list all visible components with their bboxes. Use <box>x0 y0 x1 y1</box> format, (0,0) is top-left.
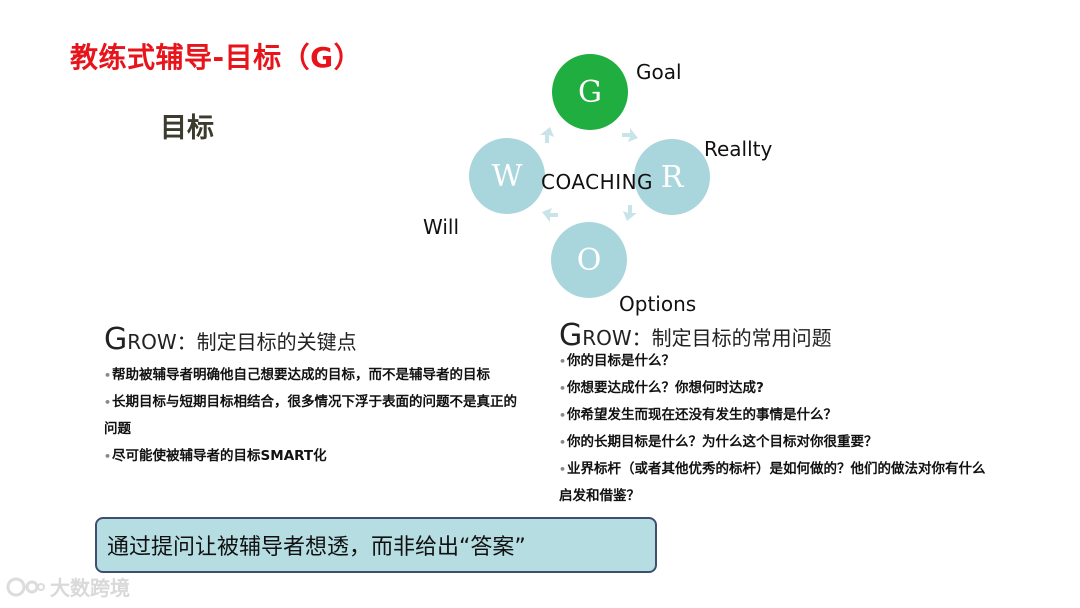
right-bullet-list: 你的目标是什么？ 你想要达成什么？你想何时达成? 你希望发生而现在还没有发生的事… <box>559 348 999 537</box>
arrow-goal-to-reality-icon <box>622 128 638 142</box>
options-circle: O <box>551 222 627 298</box>
list-item: 你的目标是什么？ <box>559 348 999 375</box>
logo-icon <box>6 577 45 596</box>
list-item: 尽可能使被辅导者的目标SMART化 <box>104 443 524 470</box>
will-letter: W <box>491 158 523 194</box>
page-title: 教练式辅导-目标（G） <box>70 41 363 74</box>
arrow-options-to-will-icon <box>542 208 558 222</box>
reality-letter: R <box>660 159 684 195</box>
options-label: Options <box>619 292 697 316</box>
section-subtitle: 目标 <box>160 113 214 144</box>
watermark: 大数跨境 <box>6 572 130 601</box>
right-heading-text: 制定目标的常用问题 <box>651 326 832 350</box>
arrow-reality-to-options-icon <box>623 205 637 221</box>
list-item: 业界标杆（或者其他优秀的标杆）是如何做的？他们的做法对你有什么启发和借鉴？ <box>559 456 999 510</box>
right-heading-initial: G <box>559 318 583 353</box>
goal-circle: G <box>552 54 628 130</box>
will-circle: W <box>469 138 545 214</box>
reality-circle: R <box>634 139 710 215</box>
list-item: 你的长期目标是什么？为什么这个目标对你很重要？ <box>559 429 999 456</box>
list-item: 你希望发生而现在还没有发生的事情是什么？ <box>559 402 999 429</box>
goal-label: Goal <box>636 60 682 84</box>
list-item: 长期目标与短期目标相结合，很多情况下浮于表面的问题不是真正的问题 <box>104 389 524 443</box>
left-bullet-list: 帮助被辅导者明确他自己想要达成的目标，而不是辅导者的目标 长期目标与短期目标相结… <box>104 362 524 470</box>
right-heading-separator: ： <box>631 326 652 350</box>
left-heading-rest: ROW <box>127 330 177 354</box>
options-letter: O <box>576 242 602 278</box>
callout-box: 通过提问让被辅导者想透，而非给出“答案” <box>95 517 657 573</box>
left-heading-initial: G <box>104 322 128 357</box>
goal-letter: G <box>578 74 602 110</box>
coaching-label: COACHING <box>541 170 654 194</box>
watermark-text: 大数跨境 <box>50 576 130 600</box>
list-item: 帮助被辅导者明确他自己想要达成的目标，而不是辅导者的目标 <box>104 362 524 389</box>
reality-label: Reallty <box>704 137 773 161</box>
left-heading: GROW：制定目标的关键点 <box>104 322 357 357</box>
callout-text: 通过提问让被辅导者想透，而非给出“答案” <box>107 535 526 560</box>
right-heading-rest: ROW <box>582 326 632 350</box>
right-heading: GROW：制定目标的常用问题 <box>559 318 832 353</box>
left-heading-separator: ： <box>176 330 197 354</box>
arrow-will-to-goal-icon <box>540 127 554 143</box>
list-item: 你想要达成什么？你想何时达成? <box>559 375 999 402</box>
will-label: Will <box>423 215 460 239</box>
left-heading-text: 制定目标的关键点 <box>196 330 357 354</box>
